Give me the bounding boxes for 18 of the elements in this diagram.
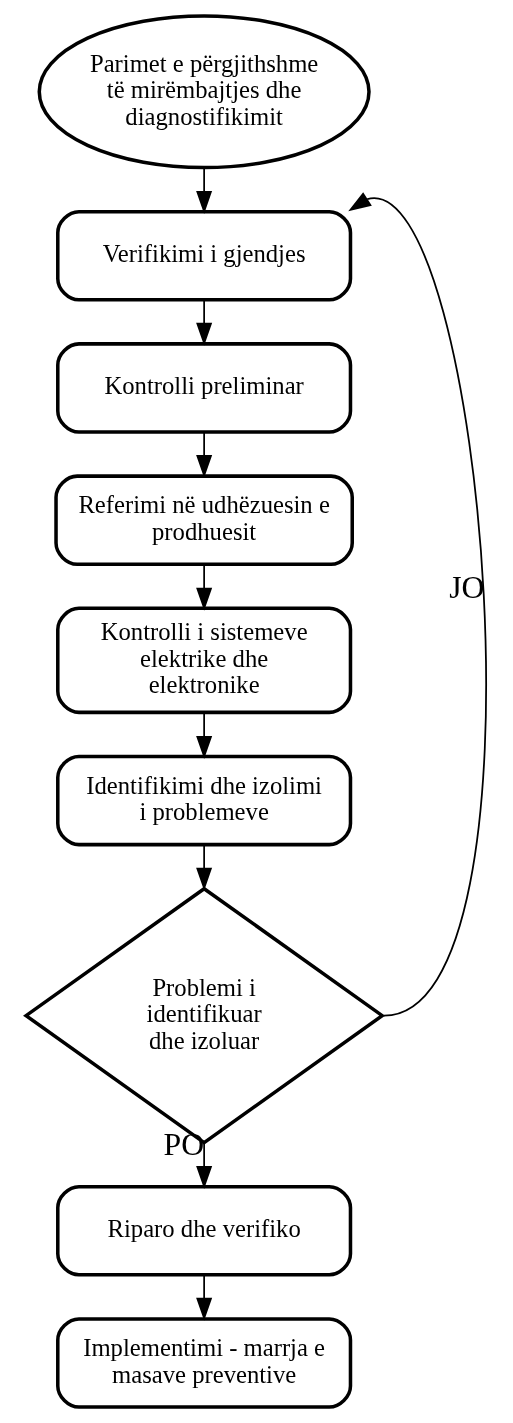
node-box: Verifikimi i gjendjes [56, 209, 353, 302]
node-box: Referimi në udhëzuesin e prodhuesit [54, 474, 354, 567]
arrow [196, 1274, 213, 1321]
arrow [196, 1142, 213, 1189]
edge-label: JO [449, 570, 485, 606]
node-ellipse: Parimet e përgjithshme të mirëmbajtjes dhe diagnostifikimit [37, 14, 371, 170]
node-box: Riparo dhe verifiko [56, 1184, 353, 1277]
node-box: Identifikimi dhe izolimi i problemeve [56, 754, 353, 847]
arrow [196, 431, 213, 478]
arrow [196, 844, 213, 891]
arrow [196, 166, 213, 214]
arrow [196, 563, 213, 611]
arrow [348, 192, 487, 1017]
node-box: Kontrolli preliminar [56, 342, 353, 434]
arrow [196, 299, 213, 346]
node-box: Kontrolli i sistemeve elektrike dhe elektronike [56, 606, 353, 715]
arrow [196, 712, 213, 760]
node-box: Implementimi - marrja e masave preventive [56, 1317, 353, 1409]
